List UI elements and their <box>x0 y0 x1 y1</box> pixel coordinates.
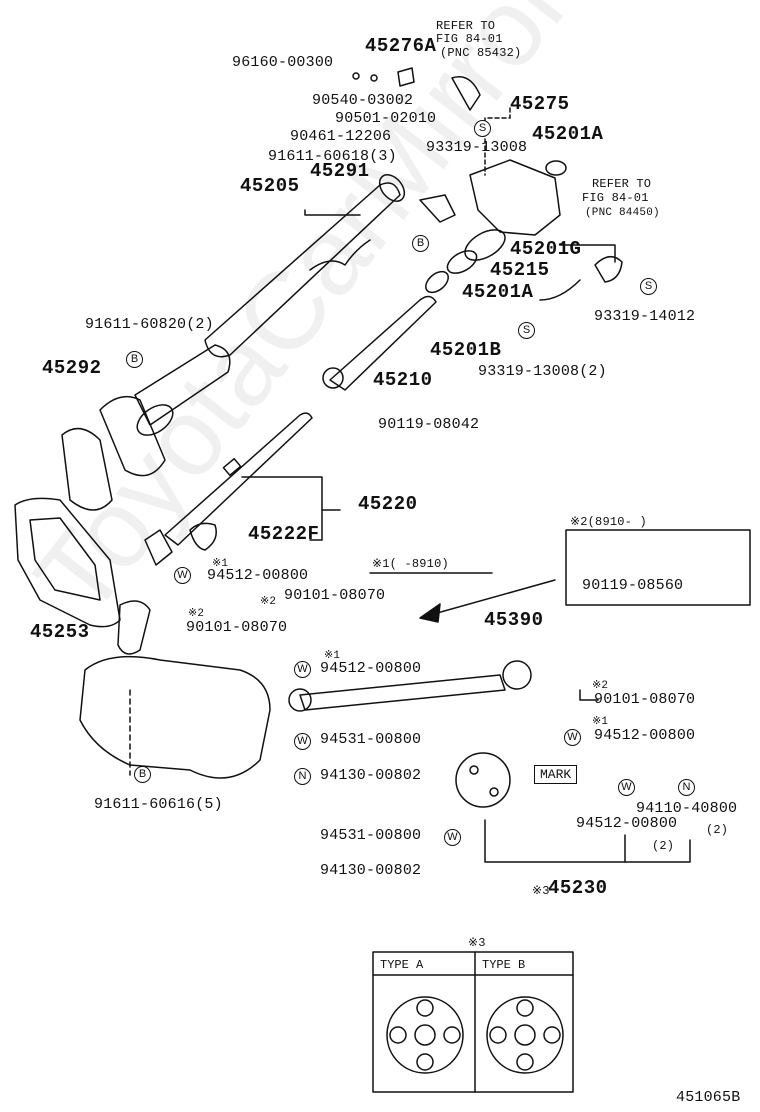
part-91611-60618: 91611-60618(3) <box>268 148 397 165</box>
note2-small-a: ※2 <box>260 596 277 608</box>
symbol-w-3: W <box>294 733 311 750</box>
part-90101-08070-b: 90101-08070 <box>186 619 288 636</box>
part-45275: 45275 <box>510 93 570 115</box>
part-93319-14012: 93319-14012 <box>594 308 696 325</box>
lock-housing <box>469 159 561 236</box>
part-45292: 45292 <box>42 357 102 379</box>
part-94110-40800: 94110-40800 <box>636 800 738 817</box>
symbol-b-1: B <box>126 351 143 368</box>
note1-small-a: ※1 <box>212 558 229 570</box>
part-93319-13008-2: 93319-13008(2) <box>478 363 607 380</box>
part-94512-d-qty: (2) <box>652 839 675 853</box>
part-90101-08070-c: 90101-08070 <box>594 691 696 708</box>
coupling-disc-45230 <box>455 752 511 808</box>
ring-45215 <box>446 250 478 274</box>
symbol-s-2: S <box>640 278 657 295</box>
part-90101-08070-a: 90101-08070 <box>284 587 386 604</box>
symbol-s-3: S <box>518 322 535 339</box>
ref1-line1: REFER TO <box>436 19 496 33</box>
note2-range: ※2(8910- ) <box>570 515 647 529</box>
mark-label: MARK <box>534 765 578 784</box>
part-45253: 45253 <box>30 621 90 643</box>
note1-small-c: ※1 <box>592 716 609 728</box>
symbol-n-1: N <box>294 768 311 785</box>
clip-45276A <box>397 67 415 87</box>
part-94531-00800-b: 94531-00800 <box>320 827 422 844</box>
part-45276A: 45276A <box>365 35 437 57</box>
connector <box>594 256 623 283</box>
part-45201G: 45201G <box>510 238 582 260</box>
symbol-w-2: W <box>294 661 311 678</box>
plate-45292 <box>61 427 113 511</box>
spring-45222F <box>189 522 217 551</box>
part-45201A-mid: 45201A <box>462 281 534 303</box>
dash-plate-45253 <box>14 497 121 628</box>
symbol-w-6: W <box>444 829 461 846</box>
part-94512-00800-b: 94512-00800 <box>320 660 422 677</box>
symbol-b-2: B <box>412 235 429 252</box>
note3-table: ※3 <box>468 936 486 950</box>
note2-small-b: ※2 <box>188 608 205 620</box>
part-94512-00800-d: 94512-00800 <box>576 815 678 832</box>
ref2-line2: FIG 84-01 <box>582 191 649 205</box>
symbol-w-1: W <box>174 567 191 584</box>
boot-45292 <box>99 395 166 477</box>
ref1-line2: FIG 84-01 <box>436 32 503 46</box>
symbol-n-2: N <box>678 779 695 796</box>
part-45230: 45230 <box>548 877 608 899</box>
symbol-w-5: W <box>618 779 635 796</box>
part-94531-00800-a: 94531-00800 <box>320 731 422 748</box>
main-shaft-45210 <box>329 295 437 391</box>
bearing-45201G <box>464 229 506 261</box>
note1-range: ※1( -8910) <box>372 557 449 571</box>
lower-cover <box>134 344 231 426</box>
note2-small-c: ※2 <box>592 680 609 692</box>
note1-small-b: ※1 <box>324 650 341 662</box>
part-45215: 45215 <box>490 259 550 281</box>
ref1-line3: (PNC 85432) <box>440 46 522 60</box>
symbol-w-4: W <box>564 729 581 746</box>
part-93319-13008: 93319-13008 <box>426 139 528 156</box>
ref2-line1: REFER TO <box>592 177 652 191</box>
part-94130-00802-a: 94130-00802 <box>320 767 422 784</box>
part-94110-qty: (2) <box>706 823 729 837</box>
intermediate-shaft-45220 <box>164 412 313 546</box>
lower-shaft-45390 <box>299 674 506 711</box>
type-a-label: TYPE A <box>380 958 424 972</box>
figure-code: 451065B <box>676 1089 741 1106</box>
part-90119-08042: 90119-08042 <box>378 416 480 433</box>
part-94130-00802-b: 94130-00802 <box>320 862 422 879</box>
key-cylinder <box>451 76 481 111</box>
symbol-s-1: S <box>474 120 491 137</box>
part-90461-12206: 90461-12206 <box>290 128 392 145</box>
ring-45201A <box>545 160 567 176</box>
part-45220: 45220 <box>358 493 418 515</box>
part-45210: 45210 <box>373 369 433 391</box>
steering-gear <box>79 655 271 779</box>
part-90119-08560: 90119-08560 <box>582 577 684 594</box>
part-94512-00800-a: 94512-00800 <box>207 567 309 584</box>
bracket-90461 <box>419 194 456 223</box>
part-45201B: 45201B <box>430 339 502 361</box>
ref2-line3: (PNC 84450) <box>585 207 660 219</box>
part-45390: 45390 <box>484 609 544 631</box>
part-45201A-top: 45201A <box>532 123 604 145</box>
part-90540-03002: 90540-03002 <box>312 92 414 109</box>
part-45222F: 45222F <box>248 523 320 545</box>
part-90501-02010: 90501-02010 <box>335 110 437 127</box>
part-45291: 45291 <box>310 160 370 182</box>
part-45205: 45205 <box>240 175 300 197</box>
part-91611-60820: 91611-60820(2) <box>85 316 214 333</box>
part-91611-60616: 91611-60616(5) <box>94 796 223 813</box>
note3-prefix: ※3 <box>532 884 550 898</box>
part-94512-00800-c: 94512-00800 <box>594 727 696 744</box>
seal-45291 <box>378 174 406 202</box>
type-b-label: TYPE B <box>482 958 526 972</box>
part-96160-00300: 96160-00300 <box>232 54 334 71</box>
column-cover-tube <box>204 182 401 358</box>
symbol-b-3: B <box>134 766 151 783</box>
